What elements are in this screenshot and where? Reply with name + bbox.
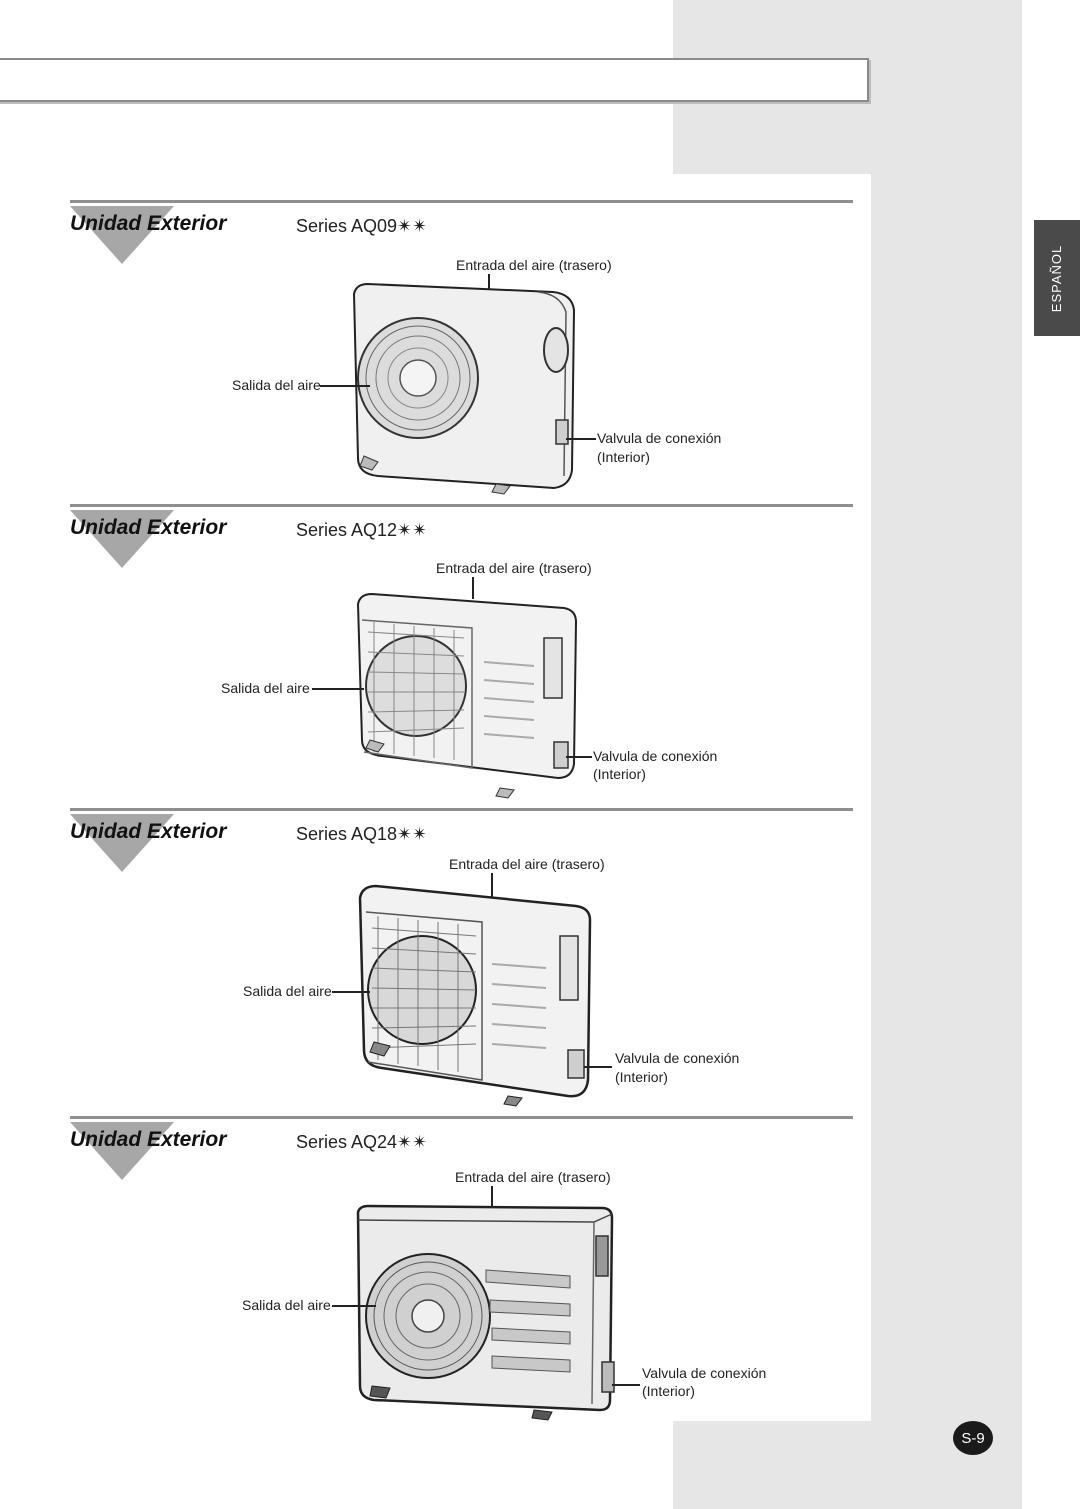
air-outlet-label: Salida del aire xyxy=(243,983,332,999)
leader-line xyxy=(491,1186,493,1208)
leader-line xyxy=(566,756,592,758)
outdoor-unit-aq18-illustration xyxy=(358,884,592,1107)
series-label: Series AQ18✴✴ xyxy=(296,824,428,844)
air-outlet-label: Salida del aire xyxy=(221,680,310,696)
leader-line xyxy=(566,438,596,440)
air-outlet-label: Salida del aire xyxy=(242,1297,331,1313)
section-aq18: Unidad Exterior Series AQ18✴✴ Entrada de… xyxy=(0,808,871,1112)
section-divider xyxy=(70,504,853,507)
leader-line xyxy=(491,873,493,897)
section-title: Unidad Exterior xyxy=(70,516,227,539)
series-label: Series AQ12✴✴ xyxy=(296,520,428,540)
outdoor-unit-aq09-illustration xyxy=(352,282,576,495)
header-bar xyxy=(0,58,869,102)
leader-line xyxy=(332,991,370,993)
series-label: Series AQ09✴✴ xyxy=(296,216,428,236)
leader-line xyxy=(312,688,364,690)
section-divider xyxy=(70,200,853,203)
valve-label-line2: (Interior) xyxy=(597,449,650,465)
section-title: Unidad Exterior xyxy=(70,212,227,235)
air-inlet-label: Entrada del aire (trasero) xyxy=(456,257,612,273)
outdoor-unit-aq12-illustration xyxy=(356,592,578,799)
section-triangle-marker xyxy=(70,510,174,568)
section-triangle-marker xyxy=(70,1122,174,1180)
section-triangle-marker xyxy=(70,814,174,872)
valve-label-line2: (Interior) xyxy=(642,1383,695,1399)
leader-line xyxy=(488,274,490,296)
section-aq24: Unidad Exterior Series AQ24✴✴ Entrada de… xyxy=(0,1116,871,1422)
section-divider xyxy=(70,808,853,811)
leader-line xyxy=(612,1384,640,1386)
valve-label-line2: (Interior) xyxy=(593,766,646,782)
section-aq09: Unidad Exterior Series AQ09✴✴ Entrada de… xyxy=(0,200,871,500)
leader-line xyxy=(332,1305,376,1307)
air-inlet-label: Entrada del aire (trasero) xyxy=(436,560,592,576)
valve-label-line1: Valvula de conexión xyxy=(593,748,718,764)
language-tab-label: ESPAÑOL xyxy=(1049,244,1065,312)
air-inlet-label: Entrada del aire (trasero) xyxy=(455,1169,611,1185)
leader-line xyxy=(320,385,370,387)
section-divider xyxy=(70,1116,853,1119)
page-number-badge: S-9 xyxy=(953,1421,993,1455)
valve-label-line1: Valvula de conexión xyxy=(615,1050,740,1066)
valve-label-line1: Valvula de conexión xyxy=(642,1365,767,1381)
section-title: Unidad Exterior xyxy=(70,1128,227,1151)
leader-line xyxy=(584,1066,612,1068)
air-outlet-label: Salida del aire xyxy=(232,377,321,393)
outdoor-unit-aq24-illustration xyxy=(356,1204,615,1421)
language-tab: ESPAÑOL xyxy=(1034,220,1080,336)
valve-label-line2: (Interior) xyxy=(615,1069,668,1085)
section-aq12: Unidad Exterior Series AQ12✴✴ Entrada de… xyxy=(0,504,871,804)
section-title: Unidad Exterior xyxy=(70,820,227,843)
gray-margin-right xyxy=(871,0,1022,1509)
leader-line xyxy=(472,577,474,599)
section-triangle-marker xyxy=(70,206,174,264)
page-number: S-9 xyxy=(961,1429,985,1447)
valve-label-line1: Valvula de conexión xyxy=(597,430,722,446)
series-label: Series AQ24✴✴ xyxy=(296,1132,428,1152)
air-inlet-label: Entrada del aire (trasero) xyxy=(449,856,605,872)
